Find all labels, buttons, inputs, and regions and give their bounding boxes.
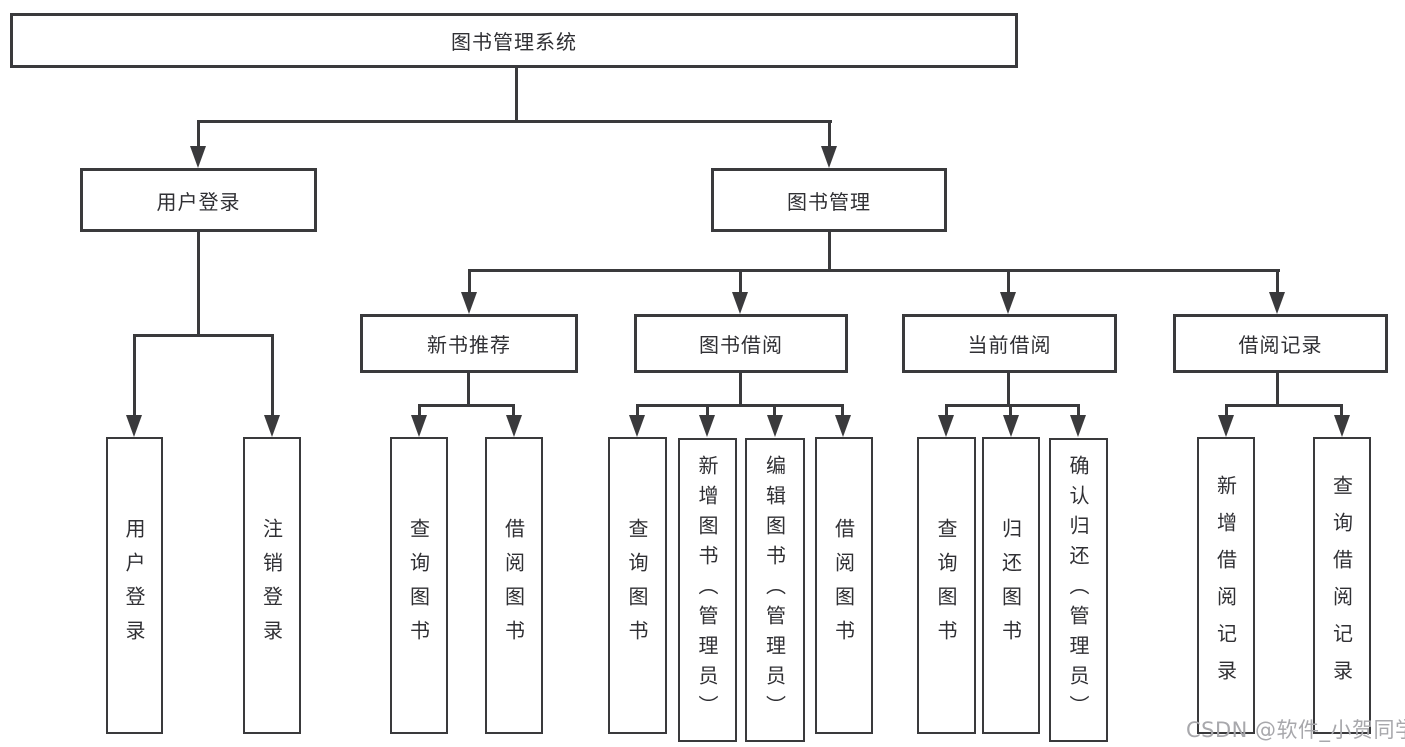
- edge-to-current-borrow: [1007, 269, 1010, 294]
- edge-user-login-stem: [197, 232, 200, 337]
- edge-to-book-management: [828, 120, 831, 149]
- arrowhead-down: [506, 415, 522, 437]
- arrowhead-down: [1000, 292, 1016, 314]
- edge-root-stem: [515, 68, 518, 120]
- edge-book-management-bus: [468, 269, 1280, 272]
- leaf-query-books-current: 查询图书: [917, 437, 976, 734]
- leaf-label: 查询图书: [406, 517, 431, 654]
- leaf-query-borrow-record: 查询借阅记录: [1313, 437, 1371, 734]
- leaf-label: 查询图书: [934, 517, 958, 654]
- edge-root-bus: [197, 120, 832, 123]
- edge-to-leaf: [636, 404, 639, 417]
- leaf-label: 查询图书: [625, 517, 649, 654]
- edge-borrow-records-bus: [1225, 404, 1343, 407]
- edge-to-leaf-logout: [271, 334, 274, 417]
- node-current-borrow-label: 当前借阅: [967, 333, 1052, 357]
- node-new-book-recommend-label: 新书推荐: [427, 333, 511, 357]
- edge-new-book-recommend-bus: [418, 404, 515, 407]
- node-user-login: 用户登录: [80, 168, 317, 232]
- edge-to-leaf: [1225, 404, 1228, 417]
- leaf-confirm-return-admin: 确认归还（管理员）: [1049, 438, 1108, 742]
- leaf-label: 确认归还（管理员）: [1066, 455, 1090, 725]
- arrowhead-down: [699, 415, 715, 437]
- edge-to-leaf: [773, 404, 776, 417]
- leaf-query-books-recommend: 查询图书: [390, 437, 448, 734]
- arrowhead-down: [461, 292, 477, 314]
- arrowhead-down: [1269, 292, 1285, 314]
- edge-to-leaf: [1340, 404, 1343, 417]
- node-book-borrow: 图书借阅: [634, 314, 848, 373]
- node-book-management-label: 图书管理: [787, 189, 871, 214]
- leaf-borrow-books-recommend: 借阅图书: [485, 437, 543, 734]
- edge-to-borrow-records: [1276, 269, 1279, 294]
- arrowhead-down: [732, 292, 748, 314]
- leaf-query-books-borrow: 查询图书: [608, 437, 667, 734]
- leaf-label: 归还图书: [998, 517, 1023, 654]
- node-borrow-records: 借阅记录: [1173, 314, 1388, 373]
- arrowhead-down: [1003, 415, 1019, 437]
- edge-to-leaf: [706, 404, 709, 417]
- arrowhead-down: [190, 146, 206, 168]
- arrowhead-down: [1218, 415, 1234, 437]
- arrowhead-down: [835, 415, 851, 437]
- leaf-label: 用户登录: [122, 517, 146, 654]
- edge-user-login-bus: [133, 334, 274, 337]
- leaf-label: 新增图书（管理员）: [695, 455, 719, 725]
- edge-to-user-login: [197, 120, 200, 149]
- edge-current-borrow-bus: [945, 404, 1080, 407]
- arrowhead-down: [821, 146, 837, 168]
- leaf-add-borrow-record: 新增借阅记录: [1197, 437, 1255, 734]
- edge-borrow-records-stem: [1276, 373, 1279, 407]
- edge-to-book-borrow: [739, 269, 742, 294]
- node-book-borrow-label: 图书借阅: [699, 333, 783, 357]
- leaf-label: 注销登录: [259, 517, 284, 654]
- edge-to-leaf: [1077, 404, 1080, 417]
- edge-to-leaf: [945, 404, 948, 417]
- node-book-management: 图书管理: [711, 168, 947, 232]
- edge-book-borrow-bus: [636, 404, 844, 407]
- node-new-book-recommend: 新书推荐: [360, 314, 578, 373]
- edge-to-leaf: [418, 404, 421, 417]
- arrowhead-down: [629, 415, 645, 437]
- node-borrow-records-label: 借阅记录: [1238, 333, 1323, 357]
- edge-to-leaf: [1009, 404, 1012, 417]
- edge-to-leaf: [841, 404, 844, 417]
- edge-book-borrow-stem: [739, 373, 742, 407]
- arrowhead-down: [126, 415, 142, 437]
- leaf-label: 编辑图书（管理员）: [762, 455, 787, 725]
- edge-new-book-recommend-stem: [467, 373, 470, 407]
- arrowhead-down: [1334, 415, 1350, 437]
- csdn-watermark: CSDN @软件_小贺同学: [1186, 718, 1405, 742]
- node-user-login-label: 用户登录: [156, 189, 241, 214]
- node-root: 图书管理系统: [10, 13, 1018, 68]
- leaf-logout: 注销登录: [243, 437, 301, 734]
- arrowhead-down: [264, 415, 280, 437]
- leaf-add-books-admin: 新增图书（管理员）: [678, 438, 737, 742]
- arrowhead-down: [767, 415, 783, 437]
- arrowhead-down: [1070, 415, 1086, 437]
- arrowhead-down: [938, 415, 954, 437]
- leaf-label: 新增借阅记录: [1213, 474, 1238, 697]
- node-current-borrow: 当前借阅: [902, 314, 1117, 373]
- leaf-label: 查询借阅记录: [1329, 474, 1354, 697]
- edge-to-leaf-login: [133, 334, 136, 417]
- leaf-borrow-books: 借阅图书: [815, 437, 873, 734]
- edge-to-new-book-recommend: [468, 269, 471, 294]
- edge-current-borrow-stem: [1007, 373, 1010, 407]
- leaf-user-login: 用户登录: [106, 437, 163, 734]
- leaf-edit-books-admin: 编辑图书（管理员）: [745, 438, 805, 742]
- leaf-label: 借阅图书: [501, 517, 526, 654]
- edge-to-leaf: [512, 404, 515, 417]
- edge-book-management-stem: [828, 232, 831, 272]
- arrowhead-down: [411, 415, 427, 437]
- leaf-return-books: 归还图书: [982, 437, 1040, 734]
- node-root-label: 图书管理系统: [451, 30, 577, 54]
- leaf-label: 借阅图书: [831, 517, 856, 654]
